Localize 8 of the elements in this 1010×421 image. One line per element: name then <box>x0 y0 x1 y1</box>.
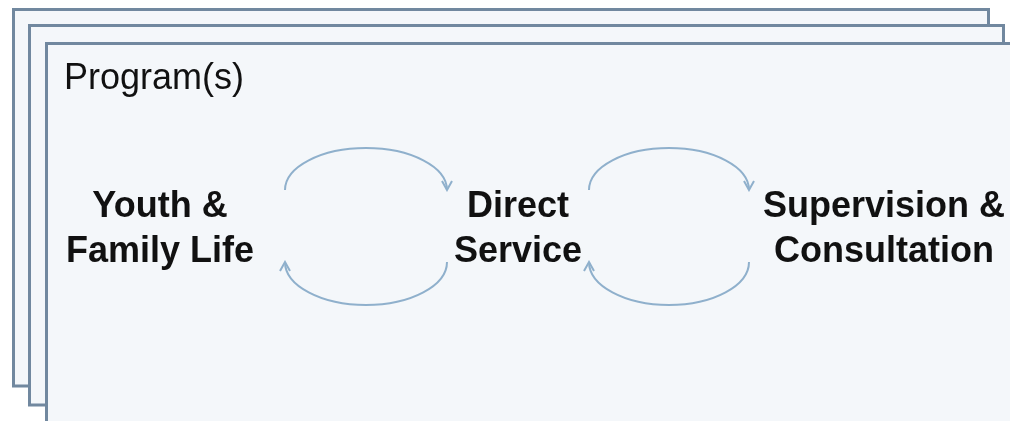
panel-title: Program(s) <box>64 57 245 97</box>
cycle-arrow <box>588 147 754 191</box>
cycle-arrow <box>280 261 448 306</box>
cycle-arrow <box>284 147 452 191</box>
cycle-arrow <box>584 261 750 306</box>
stage-label: Youth & Family Life <box>60 182 260 272</box>
stage-label: Direct Service <box>452 182 584 272</box>
stage-label: Supervision & Consultation <box>759 182 1009 272</box>
